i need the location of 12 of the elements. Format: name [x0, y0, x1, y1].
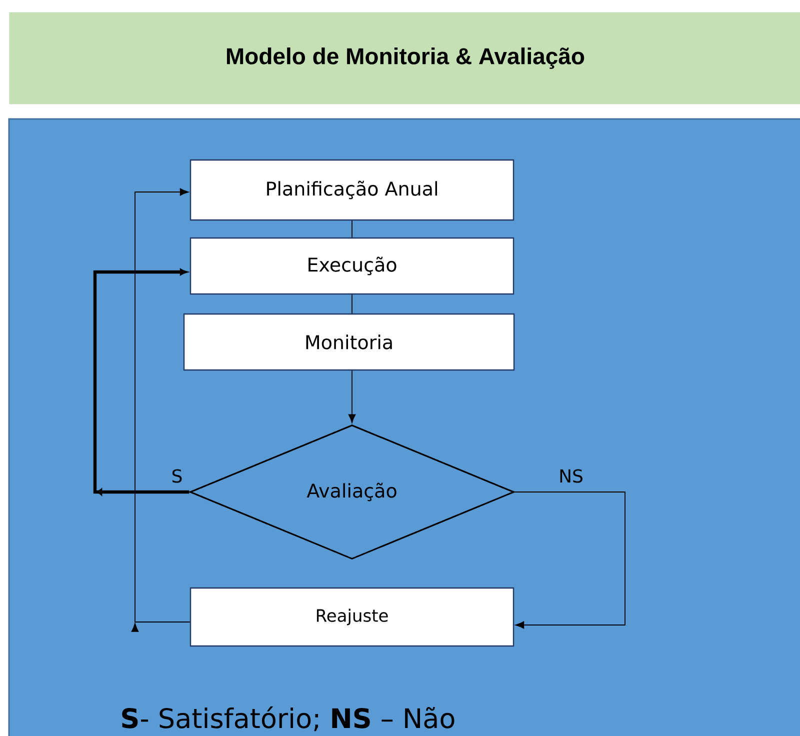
process-box: Monitoria	[183, 313, 515, 371]
arrow	[348, 370, 356, 423]
arrow	[93, 268, 190, 496]
title-band: Modelo de Monitoria & Avaliação	[9, 12, 800, 104]
edge-label: NS	[558, 468, 584, 484]
process-box: Execução	[190, 237, 514, 295]
arrow	[131, 188, 190, 632]
process-box: Reajuste	[190, 587, 514, 647]
legend-note: S- Satisfatório; NS – Não	[122, 706, 454, 732]
process-box: Planificação Anual	[190, 159, 514, 221]
arrow	[514, 492, 626, 629]
edge-label: S	[170, 468, 184, 484]
